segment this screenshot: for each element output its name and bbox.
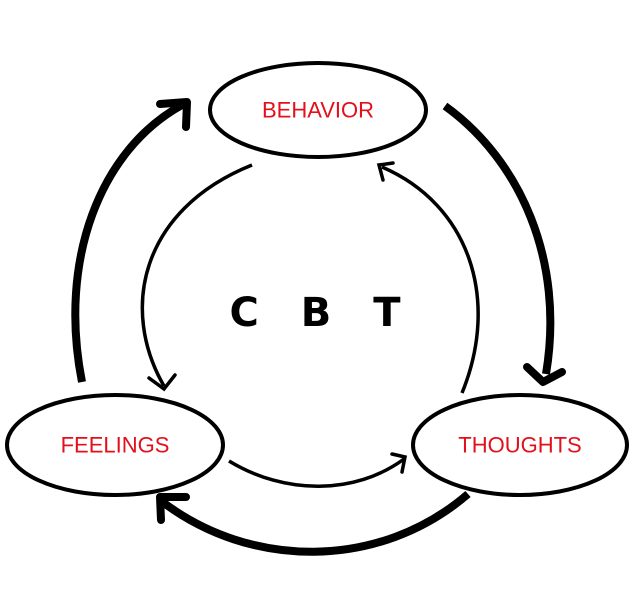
arrowhead-thoughts-inner (390, 452, 408, 474)
arrowhead-behavior-left (156, 98, 191, 131)
outer-cycle (71, 98, 566, 556)
feelings-label: FEELINGS (61, 433, 170, 458)
arrow-behavior-to-feelings (140, 163, 253, 387)
arrow-thoughts-to-feelings (157, 490, 471, 556)
arrowhead-thoughts-top (523, 363, 566, 386)
center-title: C B T (230, 290, 415, 336)
node-thoughts: THOUGHTS (411, 393, 629, 497)
arrow-feelings-to-behavior (71, 101, 184, 383)
arrowhead-feelings-inner (147, 373, 177, 392)
node-feelings: FEELINGS (5, 393, 225, 497)
thoughts-ellipse (411, 393, 629, 497)
arrowhead-feelings-bottom (156, 493, 190, 524)
arrowhead-behavior-inner (376, 161, 395, 182)
inner-cycle (140, 161, 480, 488)
behavior-ellipse (208, 61, 428, 159)
arrow-feelings-to-thoughts (228, 457, 406, 488)
behavior-label: BEHAVIOR (262, 98, 374, 123)
node-behavior: BEHAVIOR (208, 61, 428, 159)
arrow-thoughts-to-behavior (381, 165, 480, 394)
feelings-ellipse (5, 393, 225, 497)
arrow-behavior-to-thoughts (442, 102, 555, 375)
thoughts-label: THOUGHTS (458, 433, 581, 458)
